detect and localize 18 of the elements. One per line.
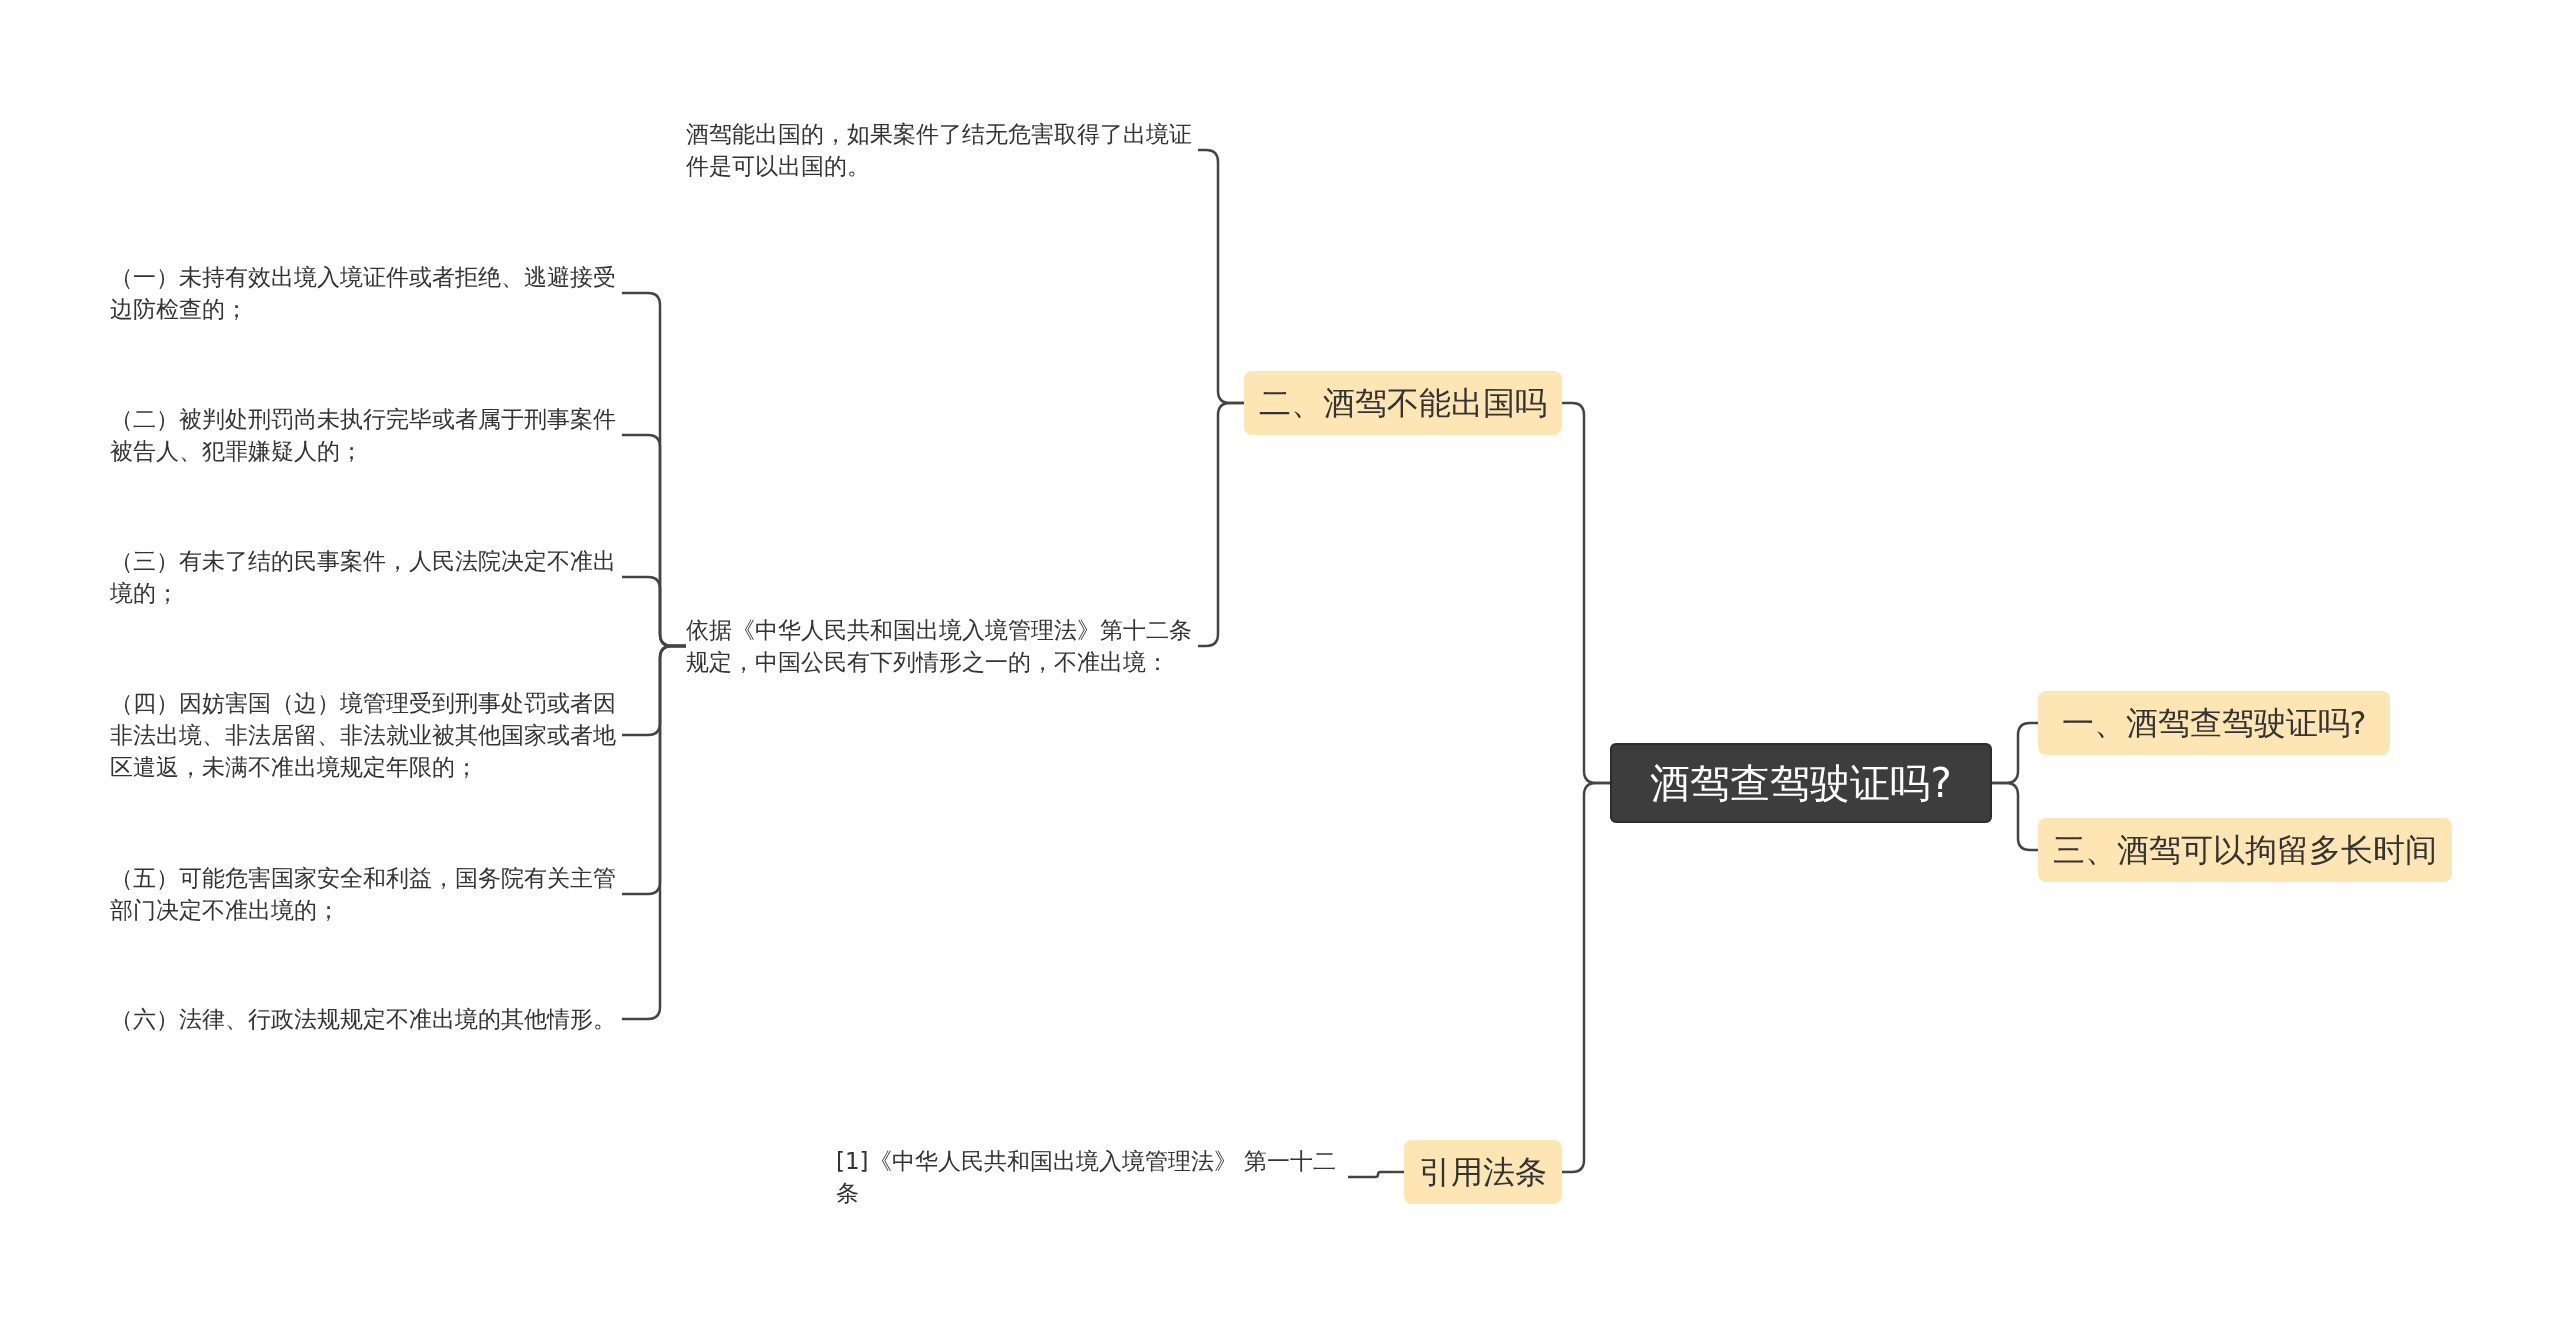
note-text: 依据《中华人民共和国出境入境管理法》第十二条规定，中国公民有下列情形之一的，不准出境： [686,614,1198,678]
note-text: （一）未持有效出境入境证件或者拒绝、逃避接受边防检查的； [110,261,622,325]
note-text: （四）因妨害国（边）境管理受到刑事处罚或者因非法出境、非法居留、非法就业被其他国家或者地区遣返，未满不准出境规定年限的； [110,687,622,783]
central-topic: 酒驾查驾驶证吗? [1610,743,1992,823]
note-text: 酒驾能出国的，如果案件了结无危害取得了出境证件是可以出国的。 [686,118,1198,182]
note-text: [1]《中华人民共和国出境入境管理法》 第一十二条 [836,1145,1348,1209]
topic-box: 三、酒驾可以拘留多长时间 [2038,818,2452,882]
topic-box: 一、酒驾查驾驶证吗? [2038,691,2390,755]
note-text: （二）被判处刑罚尚未执行完毕或者属于刑事案件被告人、犯罪嫌疑人的； [110,403,622,467]
note-text: （六）法律、行政法规规定不准出境的其他情形。 [110,1003,622,1035]
connector-line [1992,781,2038,852]
connector-line [1348,1170,1404,1179]
note-text: （三）有未了结的民事案件，人民法院决定不准出境的； [110,545,622,609]
connector-line [1562,781,1610,1174]
connector-line [622,644,686,1021]
topic-box: 引用法条 [1404,1140,1562,1204]
topic-box: 二、酒驾不能出国吗 [1244,371,1562,435]
note-text: （五）可能危害国家安全和利益，国务院有关主管部门决定不准出境的； [110,862,622,926]
